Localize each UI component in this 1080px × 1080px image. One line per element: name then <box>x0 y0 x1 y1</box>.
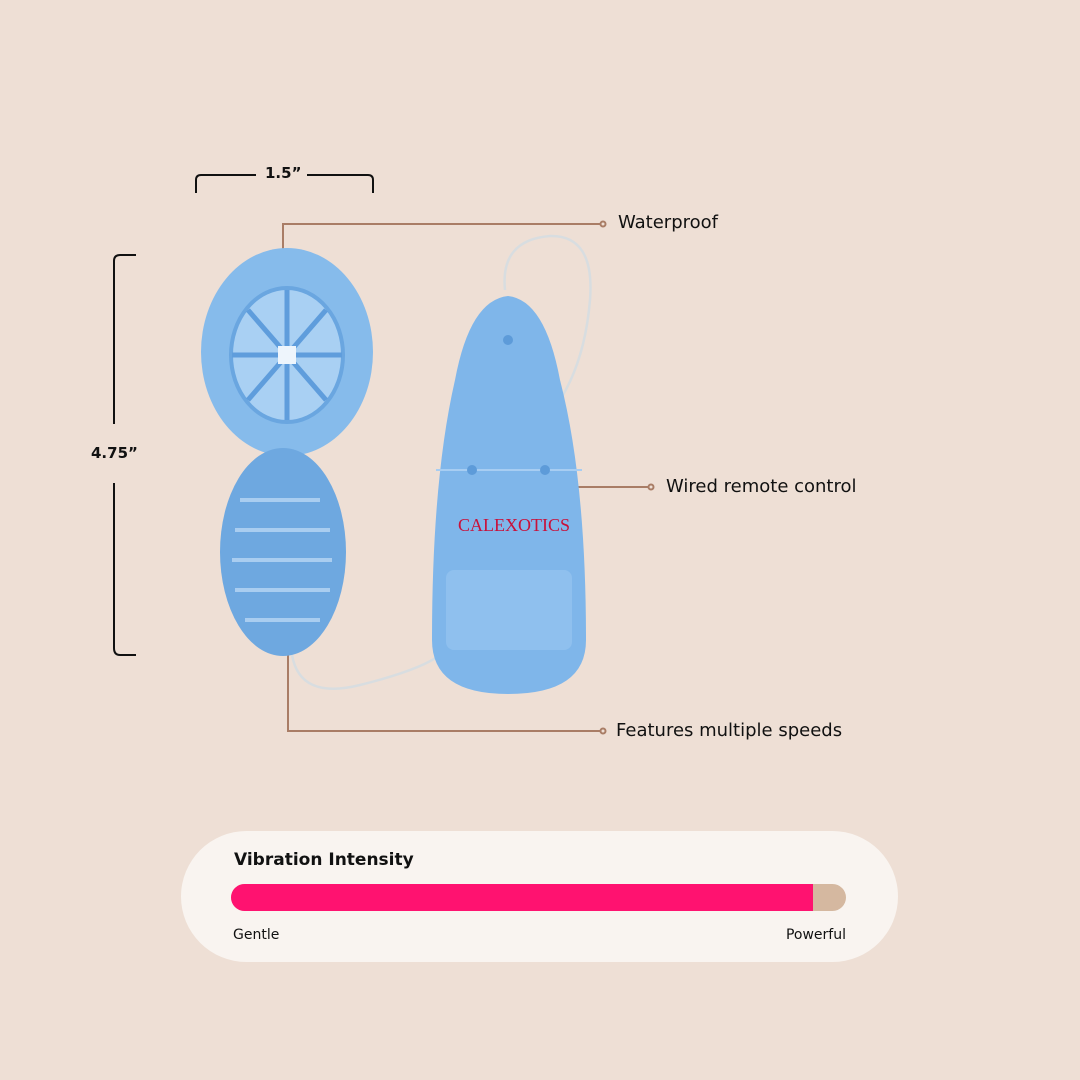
stimulator-ring <box>201 248 373 456</box>
cord <box>290 653 441 690</box>
nubby-sleeve <box>220 448 346 656</box>
intensity-min-label: Gentle <box>233 927 280 943</box>
intensity-max-label: Powerful <box>785 927 846 943</box>
height-bracket <box>113 254 136 656</box>
remote-control <box>432 296 586 694</box>
height-dimension: 4.75” <box>91 444 138 462</box>
intensity-fill <box>231 884 813 911</box>
leader-lines <box>282 220 655 735</box>
width-bracket <box>195 174 374 193</box>
vibration-intensity-card: Vibration Intensity Gentle Powerful <box>181 831 898 962</box>
brand-logo: CALEXOTICS <box>458 515 570 535</box>
cord-loop <box>503 234 592 401</box>
width-dimension: 1.5” <box>265 164 302 182</box>
intensity-title: Vibration Intensity <box>234 850 414 870</box>
intensity-track <box>231 884 846 911</box>
callout-remote: Wired remote control <box>666 476 857 497</box>
callout-speeds: Features multiple speeds <box>616 720 843 741</box>
callout-waterproof: Waterproof <box>618 212 719 233</box>
